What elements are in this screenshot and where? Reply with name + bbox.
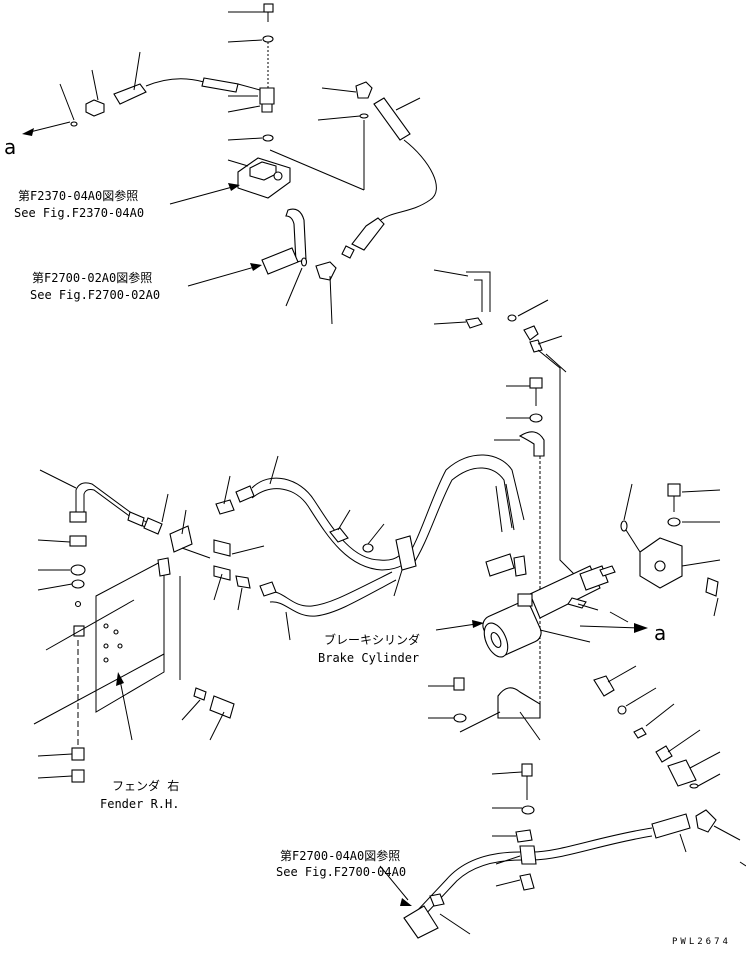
ref-f2370-en: See Fig.F2370-04A0 [14, 206, 144, 220]
ref-f2700-02-jp: 第F2700-02A0図参照 [32, 270, 152, 285]
callout-text: a a 第F2370-04A0図参照 See Fig.F2370-04A0 第F… [4, 135, 731, 947]
ref-a-right: a [654, 621, 666, 645]
ref-a-left: a [4, 135, 16, 159]
ref-f2700-04-en: See Fig.F2700-04A0 [276, 865, 406, 879]
fender-jp: フェンダ 右 [112, 778, 179, 793]
brake-cylinder-jp: ブレーキシリンダ [324, 632, 420, 647]
ref-f2700-02-en: See Fig.F2700-02A0 [30, 288, 160, 302]
drawing-code: PWL2674 [672, 937, 731, 947]
brake-cylinder-assembly [403, 269, 721, 789]
ref-f2700-04-jp: 第F2700-04A0図参照 [280, 848, 400, 863]
bottom-assembly [379, 763, 746, 939]
brake-cylinder-en: Brake Cylinder [318, 651, 419, 665]
top-assembly [22, 3, 437, 325]
left-pipe-assembly [33, 455, 417, 783]
ref-f2370-jp: 第F2370-04A0図参照 [18, 188, 138, 203]
fender-en: Fender R.H. [100, 797, 179, 811]
